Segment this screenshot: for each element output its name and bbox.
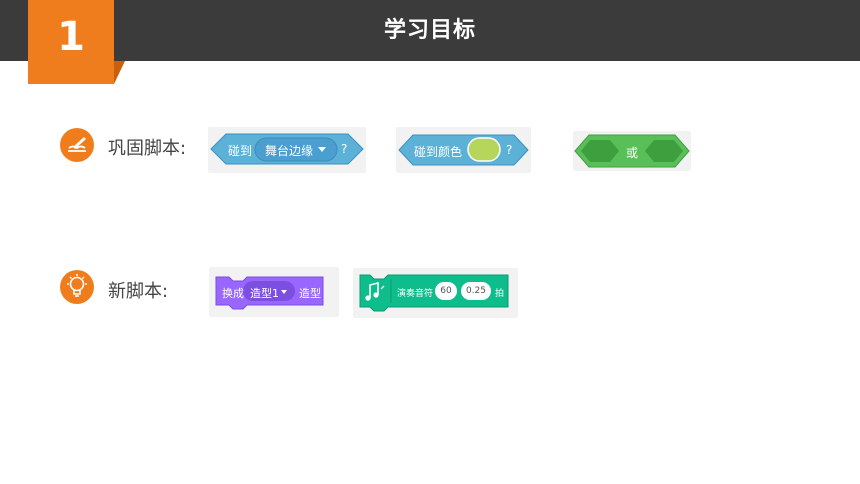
badge-fold <box>114 61 125 84</box>
touching-prefix: 碰到 <box>228 144 253 158</box>
touching-color-block[interactable]: 碰到颜色 ? <box>396 127 531 173</box>
switch-costume-prefix: 换成 <box>222 287 244 300</box>
header-bar <box>0 0 860 61</box>
play-note-block[interactable]: 演奏音符 60 0.25 拍 <box>353 268 518 318</box>
play-note-suffix: 拍 <box>495 289 505 299</box>
page-title: 学习目标 <box>383 18 476 43</box>
edge-dropdown[interactable]: 舞台边缘 <box>265 144 314 158</box>
new-scripts-label: 新脚本: <box>108 281 169 302</box>
or-block[interactable]: 或 <box>573 131 691 171</box>
note-input[interactable]: 60 <box>435 282 457 300</box>
review-scripts-label: 巩固脚本: <box>108 138 187 159</box>
costume-dropdown[interactable]: 造型1 <box>250 287 279 300</box>
writing-icon <box>60 128 94 162</box>
switch-costume-suffix: 造型 <box>299 287 321 300</box>
touching-edge-block[interactable]: 碰到 舞台边缘 ? <box>208 127 366 173</box>
lightbulb-icon <box>60 270 94 304</box>
touching-suffix: ? <box>341 142 348 156</box>
section-number-badge: 1 <box>28 0 114 84</box>
or-label: 或 <box>626 146 639 160</box>
touching-color-suffix: ? <box>506 143 513 157</box>
play-note-prefix: 演奏音符 <box>397 289 434 299</box>
touching-color-prefix: 碰到颜色 <box>414 145 463 159</box>
switch-costume-block[interactable]: 换成 造型1 造型 <box>209 267 339 317</box>
music-note-icon <box>365 281 385 301</box>
beats-input[interactable]: 0.25 <box>461 282 491 300</box>
section-number: 1 <box>57 14 85 60</box>
